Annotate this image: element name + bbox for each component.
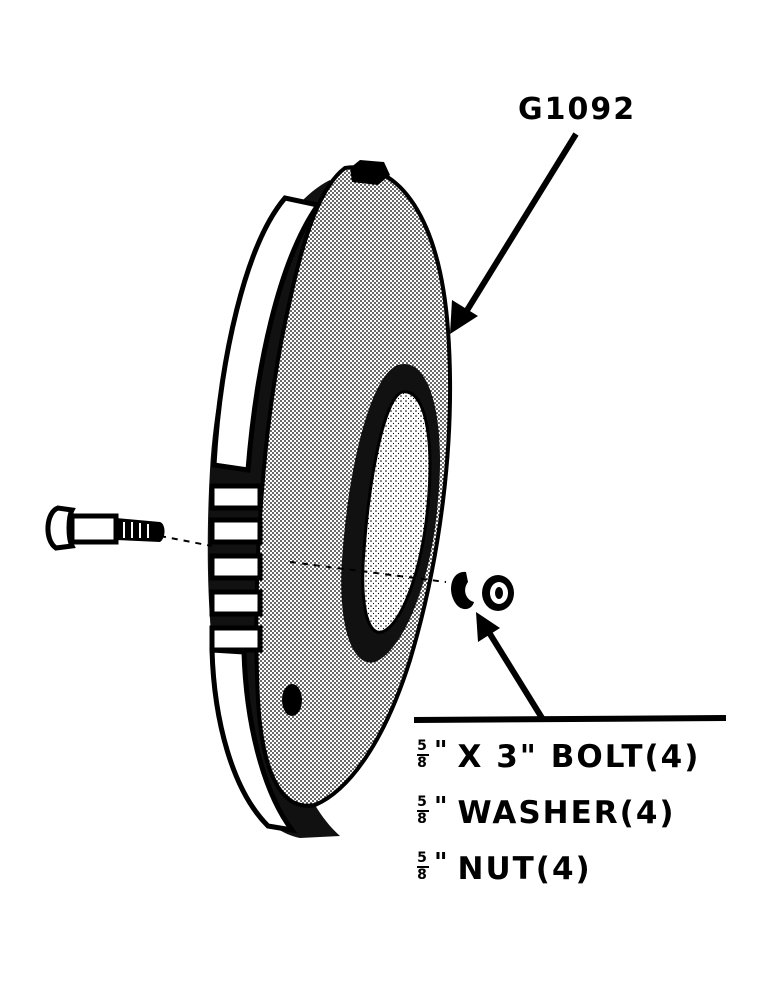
- hardware-row-bolt: 5 8 " X 3" BOLT(4): [417, 736, 701, 775]
- bolt-head: [45, 505, 76, 551]
- bolt: [45, 505, 165, 551]
- weight-mounting-lugs: [209, 483, 263, 653]
- hardware-row-nut: 5 8 " NUT(4): [417, 848, 592, 887]
- weight-side-face: [211, 195, 323, 473]
- weight-top-lug: [350, 160, 390, 185]
- bolt-shank: [69, 513, 119, 545]
- part-number-arrow: [450, 132, 579, 334]
- weight-lower-face: [209, 647, 298, 834]
- assembly-line-bolt: [159, 535, 213, 547]
- weight-bolt-hole: [282, 684, 302, 716]
- assembly-line-washer: [289, 561, 447, 583]
- weight-hole-lip: [361, 390, 432, 634]
- hardware-washer-text: WASHER(4): [457, 795, 676, 831]
- hardware-arrow: [476, 612, 545, 720]
- hardware-bolt-text: X 3" BOLT(4): [457, 739, 701, 775]
- fraction: 5 8: [417, 794, 429, 827]
- hardware-list: 5 8 " X 3" BOLT(4) 5 8 " WASHER(4) 5 8 "…: [416, 738, 700, 906]
- fraction: 5 8: [417, 850, 429, 883]
- hardware-divider: [413, 715, 727, 723]
- fraction: 5 8: [417, 738, 429, 771]
- part-number-label: G1092: [518, 92, 637, 127]
- wheel-weight: [207, 160, 453, 838]
- washer: [451, 571, 474, 610]
- hardware-nut-text: NUT(4): [457, 851, 592, 887]
- nut: [482, 575, 514, 611]
- hardware-row-washer: 5 8 " WASHER(4): [417, 792, 676, 831]
